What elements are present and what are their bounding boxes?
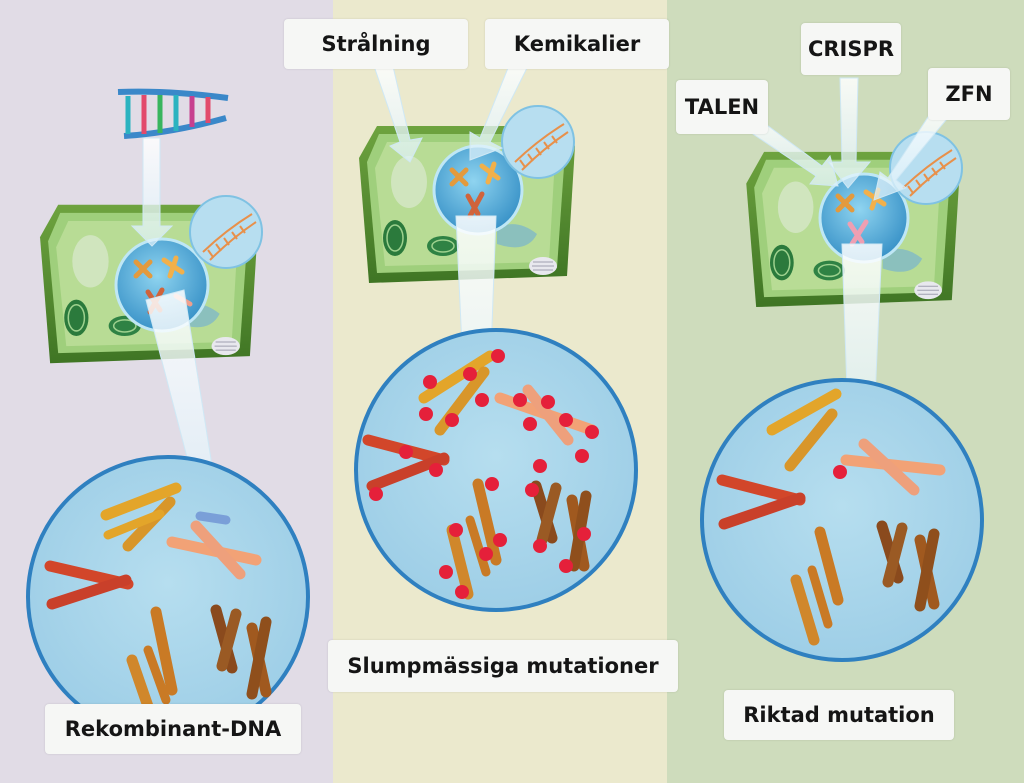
chromosome-icon (716, 388, 946, 646)
label-zfn: ZFN (928, 68, 1010, 120)
label-recombinant-dna: Rekombinant-DNA (45, 704, 301, 754)
chromosome-zoom-circle (26, 455, 310, 739)
label-radiation: Strålning (284, 19, 468, 69)
label-crispr: CRISPR (801, 23, 901, 75)
arrow-dna-to-nucleus (130, 137, 174, 247)
chromosome-zoom-circle (700, 378, 984, 662)
dna-helix-icon (117, 88, 229, 139)
arrow-zfn (873, 107, 947, 201)
arrow-chemicals (469, 57, 529, 161)
label-chemicals: Kemikalier (485, 19, 669, 69)
arrow-radiation (373, 61, 423, 163)
plant-cell-icon (358, 105, 576, 284)
label-targeted-mutation: Riktad mutation (724, 690, 954, 740)
mutation-star-icon (833, 465, 847, 479)
chromosome-icon (44, 482, 272, 724)
arrow-crispr (826, 77, 872, 189)
label-random-mutations: Slumpmässiga mutationer (328, 640, 678, 692)
label-talen: TALEN (676, 80, 768, 134)
mutation-star-icon (369, 349, 599, 599)
chromosome-zoom-circle (354, 328, 638, 612)
